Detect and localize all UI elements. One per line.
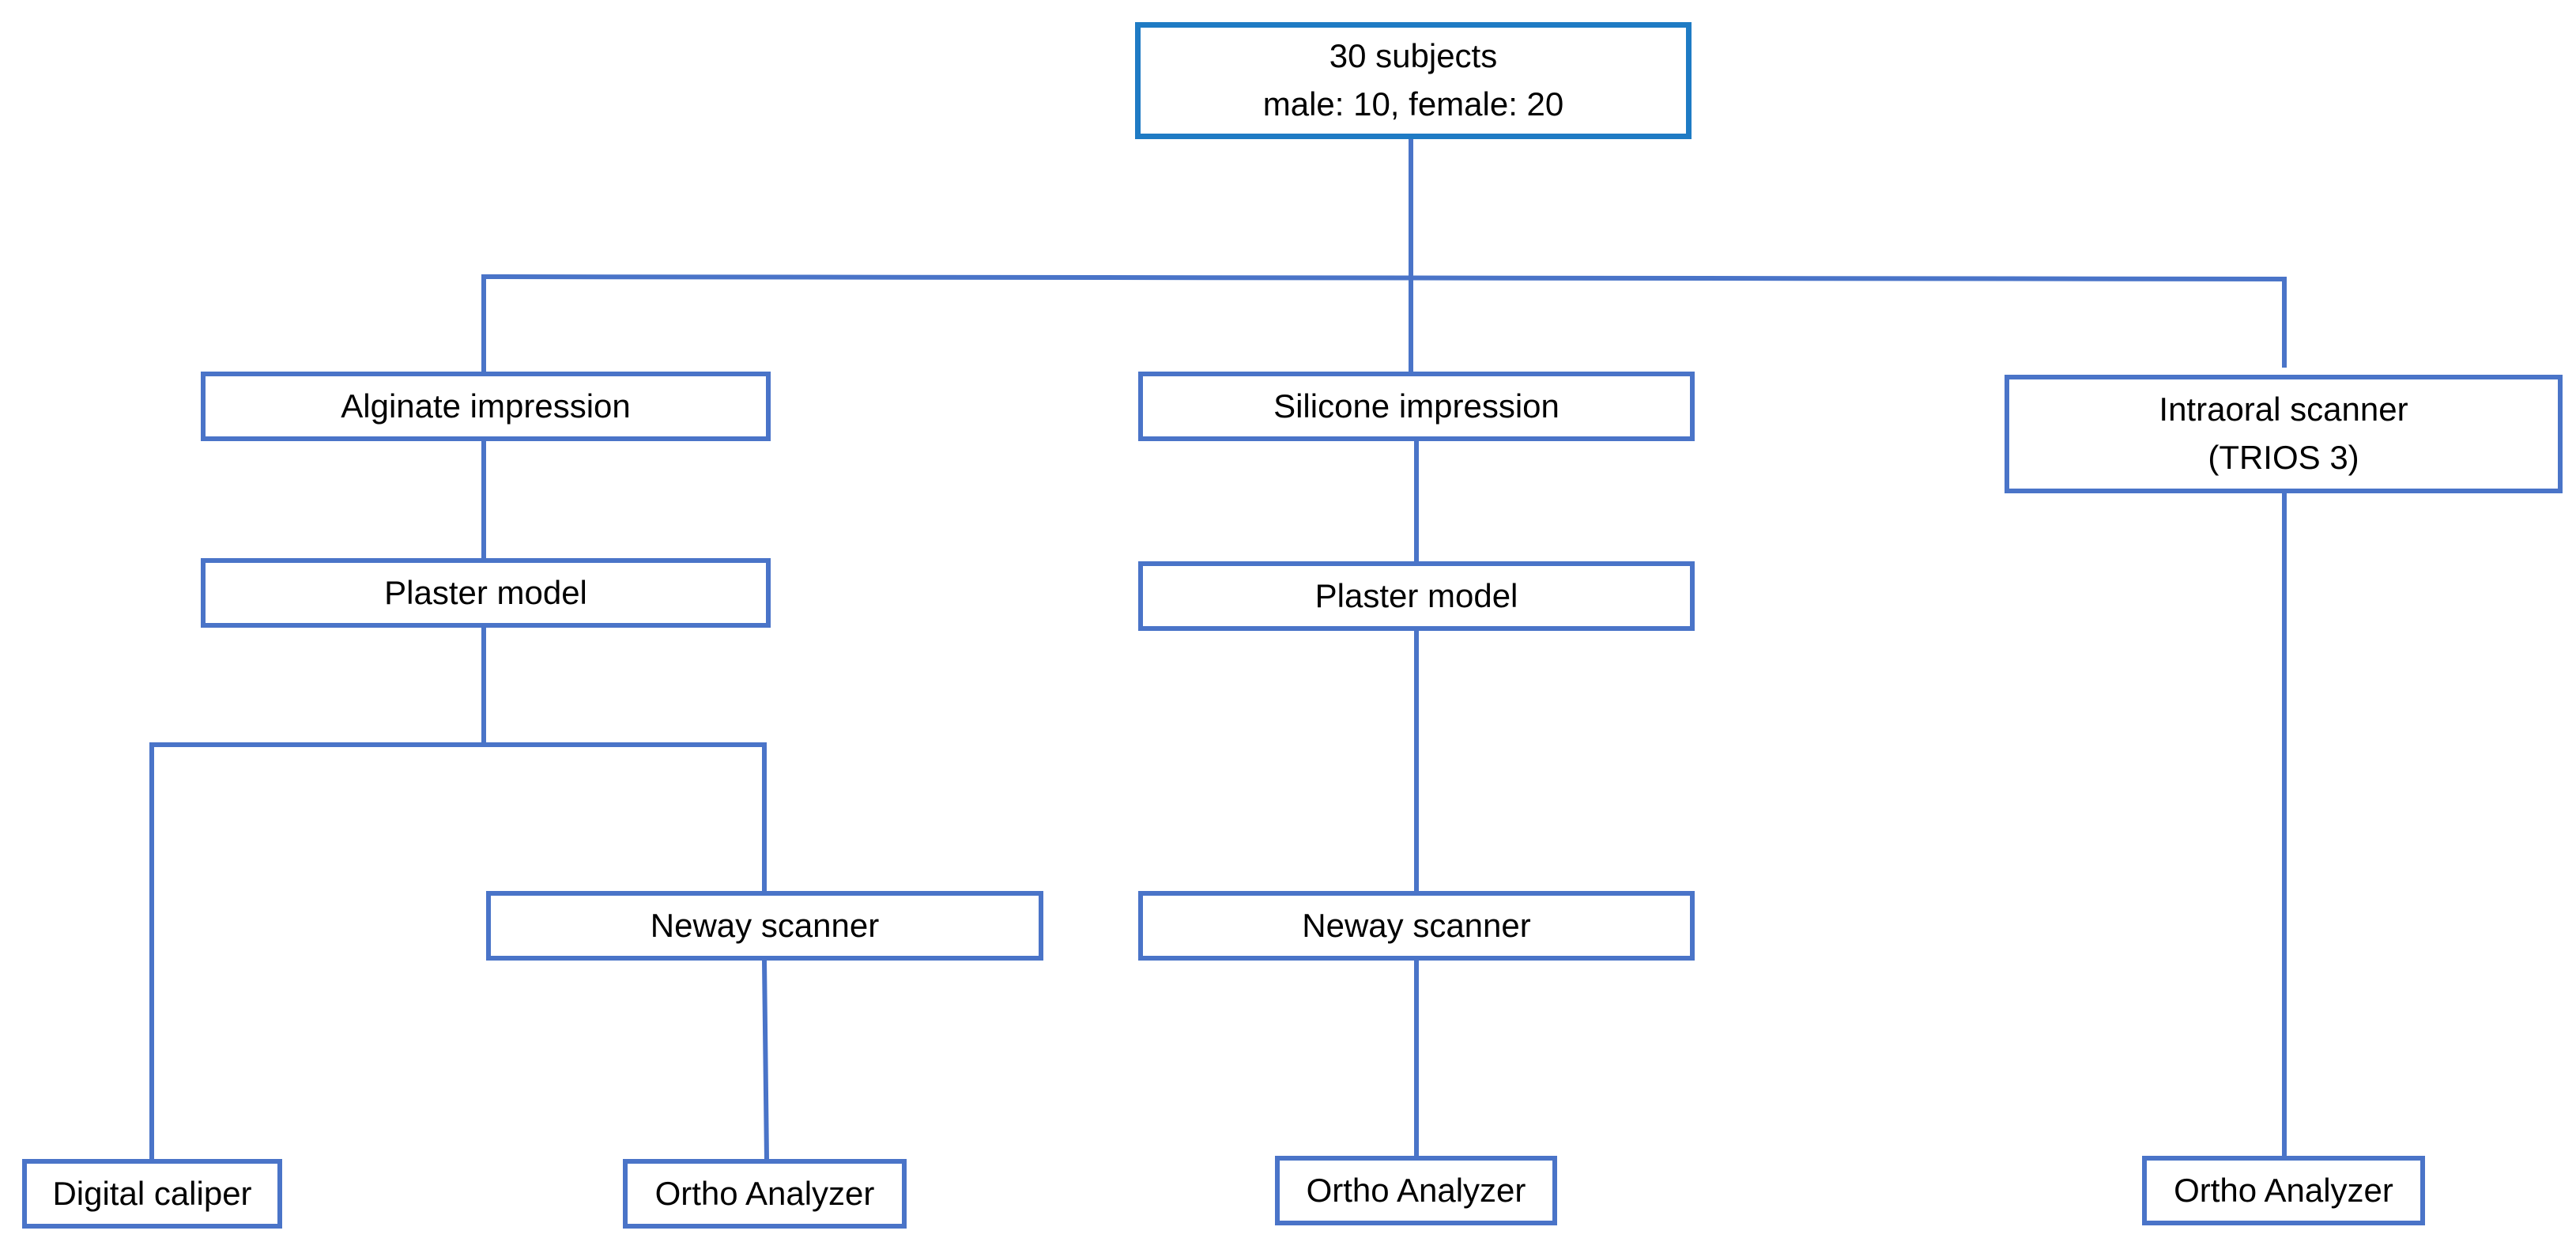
alginate-neway-scanner-label: Neway scanner xyxy=(650,906,880,944)
silicone-ortho-analyzer-box: Ortho Analyzer xyxy=(1275,1156,1557,1225)
root-box-subjects: 30 subjects male: 10, female: 20 xyxy=(1135,22,1692,139)
silicone-neway-scanner-label: Neway scanner xyxy=(1302,906,1531,944)
silicone-impression-label: Silicone impression xyxy=(1273,387,1560,425)
connector-alginate-scanner-to-analyzer xyxy=(761,957,770,1164)
connector-top-horizontal xyxy=(481,274,2287,282)
intraoral-scanner-model: (TRIOS 3) xyxy=(2208,439,2359,476)
intraoral-ortho-analyzer-label: Ortho Analyzer xyxy=(2174,1171,2393,1209)
intraoral-ortho-analyzer-box: Ortho Analyzer xyxy=(2142,1156,2425,1225)
silicone-plaster-model-box: Plaster model xyxy=(1138,561,1695,631)
silicone-neway-scanner-box: Neway scanner xyxy=(1138,891,1695,961)
alginate-ortho-analyzer-box: Ortho Analyzer xyxy=(623,1159,907,1229)
root-gender-split: male: 10, female: 20 xyxy=(1262,85,1564,123)
alginate-ortho-analyzer-label: Ortho Analyzer xyxy=(654,1174,875,1212)
silicone-ortho-analyzer-label: Ortho Analyzer xyxy=(1306,1171,1526,1209)
alginate-neway-scanner-box: Neway scanner xyxy=(486,891,1043,961)
intraoral-scanner-label: Intraoral scanner xyxy=(2159,391,2408,428)
silicone-impression-box: Silicone impression xyxy=(1138,372,1695,441)
alginate-plaster-model-box: Plaster model xyxy=(201,558,771,628)
digital-caliper-box: Digital caliper xyxy=(22,1159,282,1229)
alginate-impression-box: Alginate impression xyxy=(201,372,771,441)
intraoral-scanner-box: Intraoral scanner (TRIOS 3) xyxy=(2005,375,2563,493)
alginate-impression-label: Alginate impression xyxy=(341,387,631,425)
alginate-plaster-model-label: Plaster model xyxy=(384,573,587,611)
silicone-plaster-model-label: Plaster model xyxy=(1314,576,1518,614)
digital-caliper-label: Digital caliper xyxy=(52,1174,252,1212)
root-subjects-count: 30 subjects xyxy=(1329,37,1498,75)
